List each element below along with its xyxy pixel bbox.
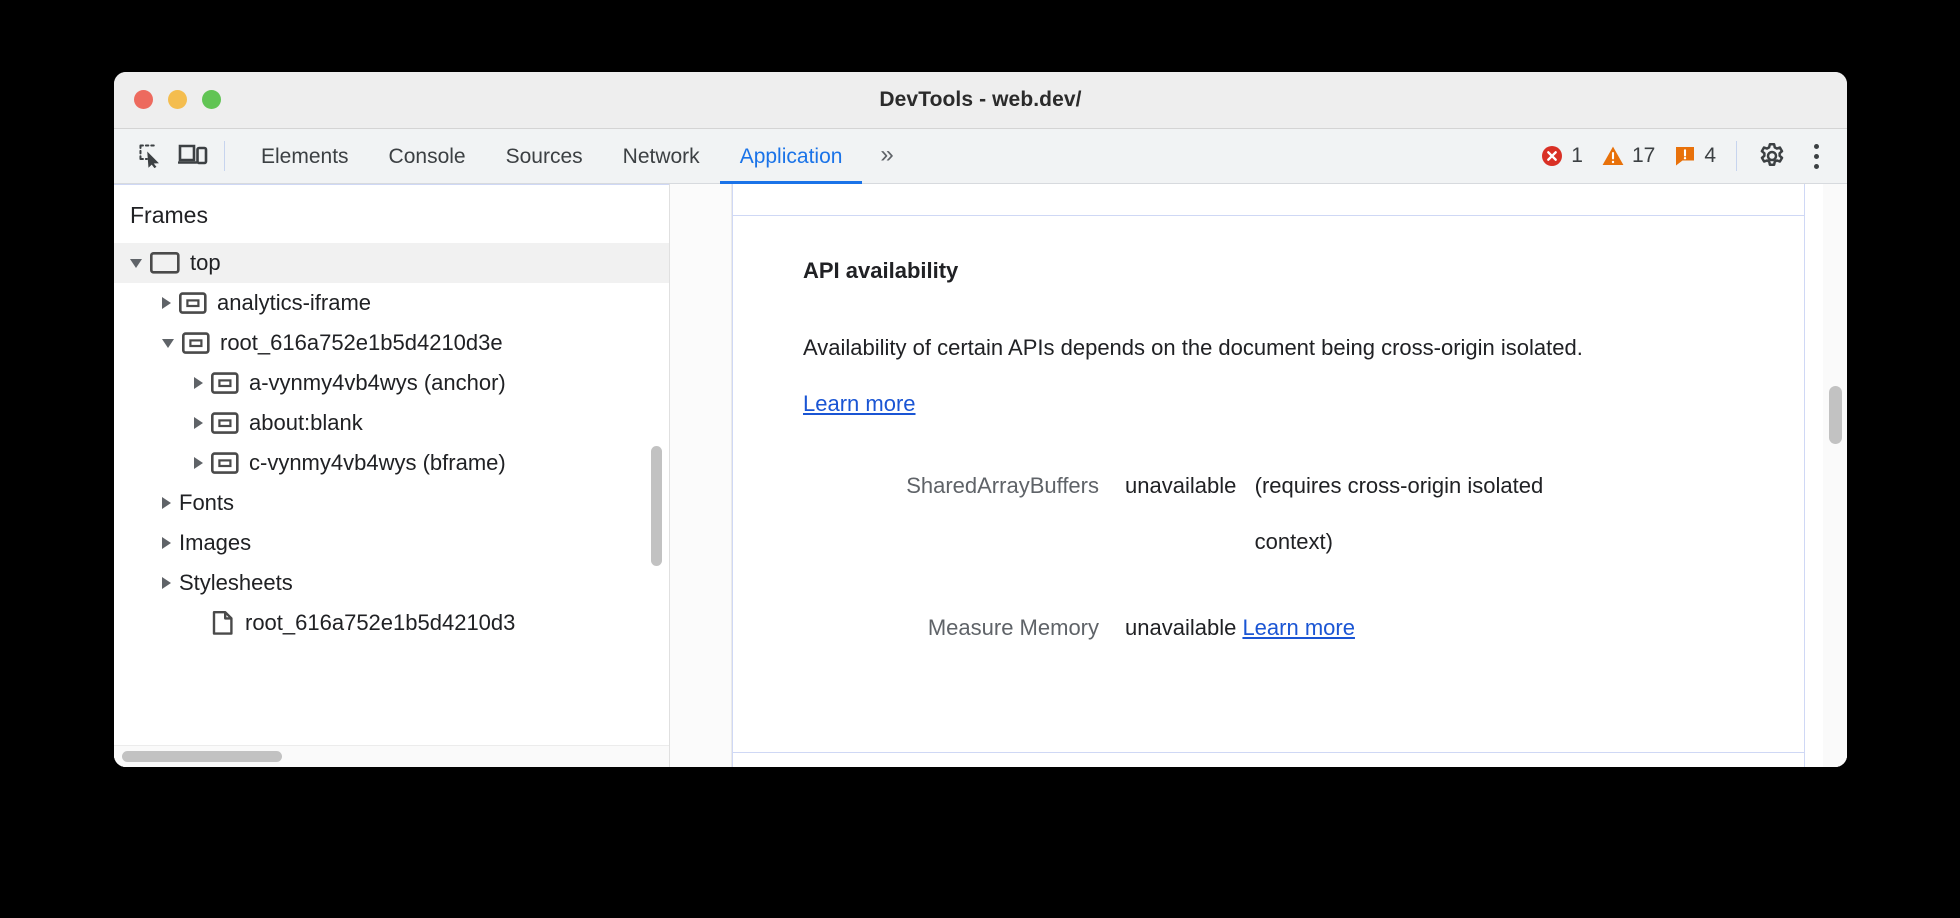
window-title: DevTools - web.dev/	[879, 88, 1082, 111]
document-icon	[212, 611, 233, 635]
tree-item-label: about:blank	[249, 410, 363, 435]
iframe-icon	[179, 291, 207, 314]
minimize-window-button[interactable]	[168, 90, 187, 109]
measure-memory-learn-more-link[interactable]: Learn more	[1242, 615, 1355, 640]
warning-counter[interactable]: 17	[1601, 144, 1655, 168]
sidebar-top-divider	[114, 184, 669, 185]
report-bottom-divider	[733, 752, 1804, 753]
table-row: SharedArrayBuffers unavailable (requires…	[803, 458, 1804, 570]
tree-item-label: analytics-iframe	[217, 290, 372, 315]
chevron-right-icon[interactable]	[194, 377, 203, 389]
iframe-icon	[182, 331, 210, 354]
inspect-element-icon	[138, 143, 159, 168]
devtools-toolbar: Elements Console Sources Network Applica…	[114, 129, 1847, 184]
warning-icon	[1602, 146, 1624, 165]
row-value: unavailable	[1125, 615, 1237, 640]
row-key: SharedArrayBuffers	[906, 473, 1099, 498]
section-description-text: Availability of certain APIs depends on …	[803, 335, 1583, 360]
sidebar-vertical-scrollbar[interactable]	[651, 446, 662, 566]
error-counter[interactable]: 1	[1540, 144, 1583, 168]
iframe-icon	[211, 371, 239, 394]
chevron-right-icon[interactable]	[194, 417, 203, 429]
tree-item-label: Fonts	[179, 490, 235, 515]
tree-row[interactable]: analytics-iframe	[114, 283, 669, 323]
chevron-down-icon[interactable]	[162, 338, 174, 348]
gear-icon	[1760, 143, 1784, 167]
row-value: unavailable	[1125, 473, 1237, 498]
chevron-right-icon[interactable]	[162, 577, 171, 589]
warning-count: 17	[1631, 144, 1656, 167]
chevron-down-icon[interactable]	[130, 258, 142, 268]
toolbar-divider	[224, 141, 225, 171]
row-note: (requires cross-origin isolated context)	[1254, 473, 1544, 554]
maximize-window-button[interactable]	[202, 90, 221, 109]
error-icon	[1542, 146, 1563, 166]
tab-console[interactable]: Console	[388, 144, 466, 168]
issue-icon	[1676, 147, 1695, 166]
kebab-dot	[1813, 163, 1819, 169]
row-key: Measure Memory	[927, 615, 1099, 640]
devtools-body: Frames top analytics-iframe root_616a752e1…	[114, 184, 1847, 767]
error-count: 1	[1571, 144, 1583, 167]
section-title: API availability	[803, 258, 959, 283]
tree-row[interactable]: root_616a752e1b5d4210d3e	[114, 323, 669, 363]
issues-count: 4	[1704, 144, 1716, 167]
toolbar-divider-right	[1736, 141, 1737, 171]
chevron-right-icon[interactable]	[162, 497, 171, 509]
sidebar-horizontal-scrollbar-thumb[interactable]	[122, 751, 282, 762]
tree-item-label: top	[190, 250, 221, 275]
report-inner: API availability Availability of certain…	[733, 216, 1804, 656]
inspect-element-button[interactable]	[130, 135, 172, 177]
issues-counter[interactable]: 4	[1673, 144, 1716, 168]
chevron-right-icon[interactable]	[162, 297, 171, 309]
tree-row[interactable]: Stylesheets	[114, 563, 669, 603]
content-gutter	[670, 184, 732, 767]
more-tabs-chevron-icon[interactable]: »	[880, 140, 893, 168]
tab-network[interactable]: Network	[622, 144, 700, 168]
tree-row[interactable]: top	[114, 243, 669, 283]
tree-row[interactable]: c-vynmy4vb4wys (bframe)	[114, 443, 669, 483]
kebab-dot	[1813, 153, 1819, 159]
tree-row[interactable]: a-vynmy4vb4wys (anchor)	[114, 363, 669, 403]
tree-row[interactable]: root_616a752e1b5d4210d3	[114, 603, 669, 643]
table-row: Measure Memory unavailable Learn more	[803, 600, 1804, 656]
tree-item-label: c-vynmy4vb4wys (bframe)	[249, 450, 506, 475]
frames-tree[interactable]: top analytics-iframe root_616a752e1b5d4210…	[114, 243, 669, 643]
application-content-panel: API availability Availability of certain…	[670, 184, 1847, 767]
frames-sidebar: Frames top analytics-iframe root_616a752e1…	[114, 184, 670, 767]
tree-item-label: Stylesheets	[179, 570, 293, 595]
sidebar-horizontal-scrollbar[interactable]	[114, 745, 669, 767]
chevron-right-icon[interactable]	[162, 537, 171, 549]
tab-sources[interactable]: Sources	[505, 144, 583, 168]
devtools-window: DevTools - web.dev/ Elements Console Sou…	[114, 72, 1847, 767]
api-availability-learn-more-link[interactable]: Learn more	[803, 391, 916, 416]
frames-header: Frames	[130, 202, 208, 228]
device-toolbar-icon	[178, 144, 208, 165]
report-top-divider	[733, 184, 1804, 216]
tab-elements[interactable]: Elements	[261, 144, 349, 168]
kebab-dot	[1813, 143, 1819, 149]
window-titlebar: DevTools - web.dev/	[114, 72, 1847, 129]
iframe-icon	[211, 411, 239, 434]
tree-item-label: root_616a752e1b5d4210d3	[245, 610, 516, 635]
content-vertical-scrollbar-thumb[interactable]	[1829, 386, 1842, 444]
tree-row[interactable]: about:blank	[114, 403, 669, 443]
security-report-card: API availability Availability of certain…	[732, 184, 1805, 767]
toggle-device-toolbar-button[interactable]	[172, 135, 214, 177]
tab-application[interactable]: Application	[720, 129, 863, 184]
tree-row[interactable]: Images	[114, 523, 669, 563]
content-vertical-scrollbar[interactable]	[1823, 184, 1847, 767]
iframe-icon	[211, 451, 239, 474]
settings-button[interactable]	[1751, 135, 1793, 177]
chevron-right-icon[interactable]	[194, 457, 203, 469]
frame-icon	[150, 252, 180, 274]
tree-item-label: a-vynmy4vb4wys (anchor)	[249, 370, 506, 395]
section-description: Availability of certain APIs depends on …	[803, 320, 1593, 432]
api-availability-table: SharedArrayBuffers unavailable (requires…	[803, 458, 1804, 656]
tree-item-label: Images	[179, 530, 252, 555]
tree-row[interactable]: Fonts	[114, 483, 669, 523]
close-window-button[interactable]	[134, 90, 153, 109]
tree-item-label: root_616a752e1b5d4210d3e	[220, 330, 503, 355]
more-options-button[interactable]	[1799, 135, 1833, 177]
